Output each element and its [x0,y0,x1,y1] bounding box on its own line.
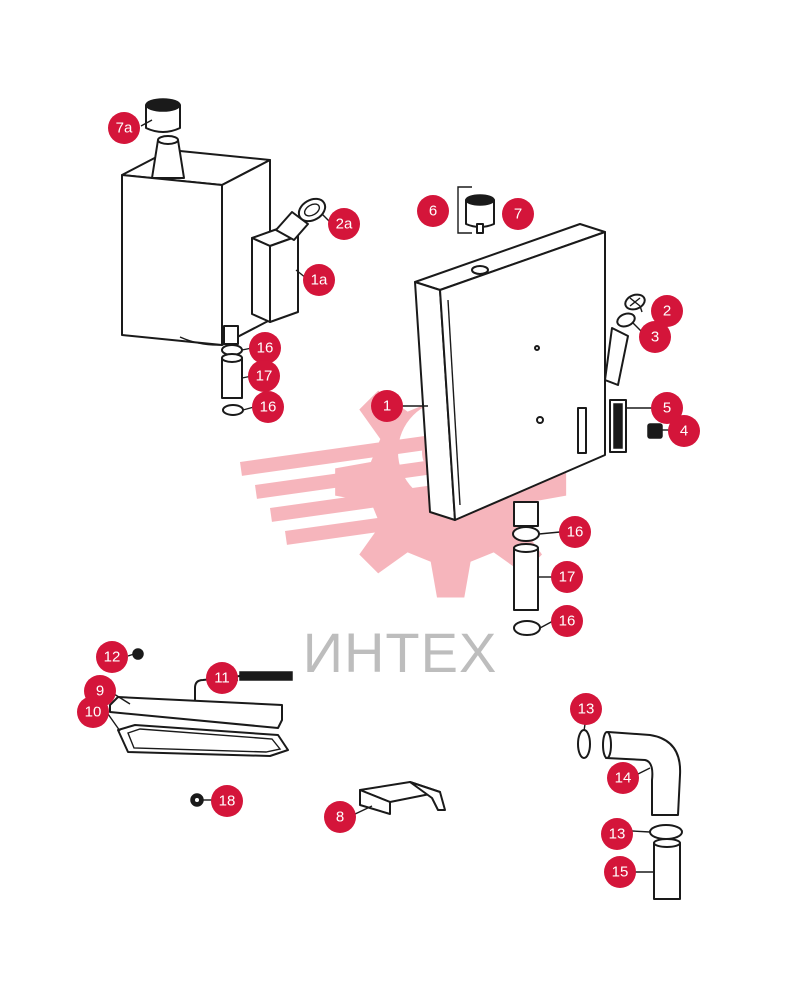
svg-text:16: 16 [257,340,274,357]
bolt-12 [132,648,144,660]
callout-18: 18 [211,785,243,817]
svg-text:12: 12 [104,649,121,666]
gasket-10 [117,724,289,757]
callout-15: 15 [604,856,636,888]
callout-11: 11 [206,662,238,694]
callout-1: 1 [371,390,403,422]
callout-16-left-upper: 16 [249,332,281,364]
callout-16-main-lower: 16 [551,605,583,637]
cap-2a [297,197,327,223]
hose-15 [653,838,681,900]
callout-16-main-upper: 16 [559,516,591,548]
svg-text:16: 16 [559,613,576,630]
clamp-13-upper [577,729,591,759]
hose-17-main [513,543,539,611]
filler-neck [151,135,185,179]
svg-text:17: 17 [559,569,576,586]
cover-plate-9 [109,696,283,729]
bracket-8 [359,781,446,815]
grommet-18 [190,793,204,807]
svg-text:1: 1 [383,398,391,415]
callout-8: 8 [324,801,356,833]
callout-13-upper: 13 [570,693,602,725]
clamp-16-upper-main [512,526,540,542]
svg-text:7a: 7a [116,120,133,137]
main-tank [414,223,606,521]
svg-text:14: 14 [615,770,632,787]
hose-17-left [221,353,243,399]
callout-7: 7 [502,198,534,230]
plug-4 [647,423,663,439]
side-tank-1a [251,211,309,323]
breather-6-7 [457,186,495,234]
callout-17-left: 17 [248,360,280,392]
callout-7a: 7a [108,112,140,144]
callout-4: 4 [668,415,700,447]
svg-text:17: 17 [256,368,273,385]
watermark-text: ИНТЕХ [303,621,498,684]
elbow-hose-14 [602,731,682,816]
clamp-16-lower-main [513,620,541,636]
svg-text:3: 3 [651,329,659,346]
callout-13-lower: 13 [601,818,633,850]
callout-12: 12 [96,641,128,673]
svg-text:16: 16 [260,399,277,416]
svg-text:7: 7 [514,206,522,223]
gasket-3 [616,312,636,328]
callout-3: 3 [639,321,671,353]
callout-2: 2 [651,295,683,327]
svg-text:18: 18 [219,793,236,810]
outlet-pipe-main [513,501,539,527]
svg-text:5: 5 [663,400,671,417]
svg-text:4: 4 [680,423,688,440]
filler-tube-main [604,327,629,386]
small-tank [121,149,271,346]
outlet-pipe-small [223,325,239,345]
svg-text:2: 2 [663,303,671,320]
callout-14: 14 [607,762,639,794]
svg-text:9: 9 [96,683,104,700]
callout-6: 6 [417,195,449,227]
filler-cap-7a [145,98,181,133]
callout-17-main: 17 [551,561,583,593]
callout-9: 9 [84,675,116,707]
callout-1a: 1a [303,264,335,296]
cap-2 [624,293,646,311]
callout-5: 5 [651,392,683,424]
svg-text:10: 10 [85,704,102,721]
svg-text:15: 15 [612,864,629,881]
svg-text:2a: 2a [336,216,353,233]
leader-lines [107,119,670,873]
svg-text:6: 6 [429,203,437,220]
sight-gauge-5 [609,399,627,453]
clamp-16-lower-left [222,404,244,416]
svg-text:1a: 1a [311,272,328,289]
svg-text:11: 11 [214,670,230,687]
svg-text:13: 13 [578,701,595,718]
svg-text:13: 13 [609,826,626,843]
callout-2a: 2a [328,208,360,240]
clamp-13-lower [649,824,683,840]
callout-16-left-lower: 16 [252,391,284,423]
svg-text:16: 16 [567,524,584,541]
svg-text:8: 8 [336,809,344,826]
